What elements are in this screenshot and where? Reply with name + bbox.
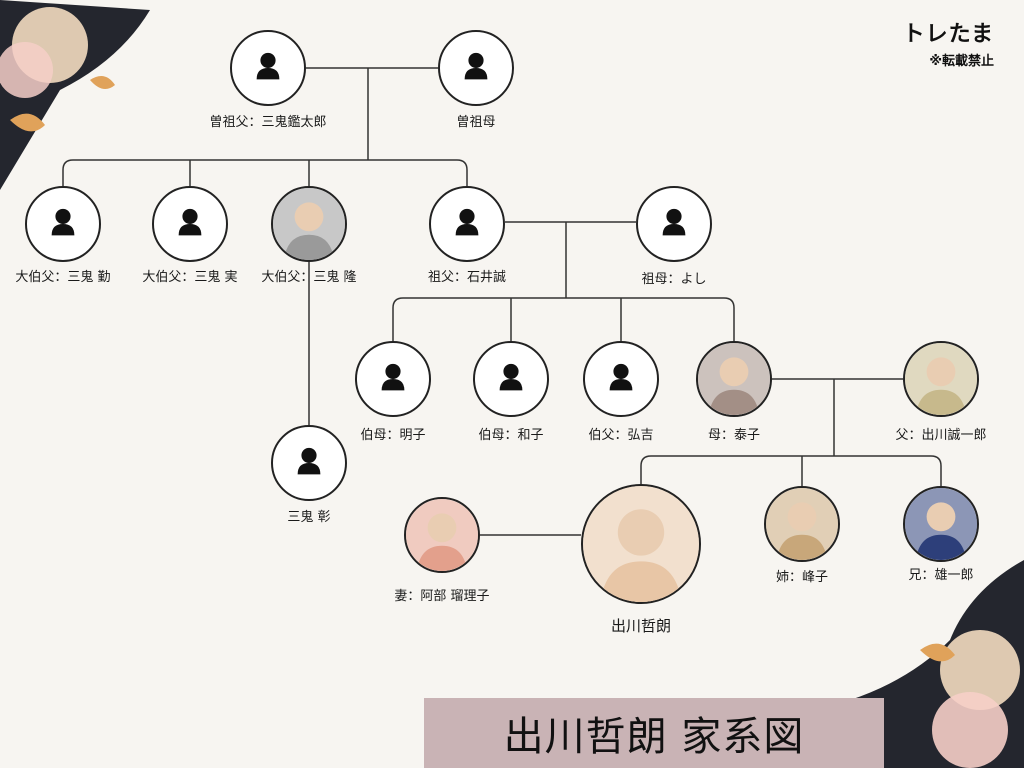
person-label: 伯父：弘吉: [588, 428, 654, 443]
person-label: 妻：阿部 瑠理子: [394, 589, 490, 604]
person-node: [473, 341, 549, 417]
person-label: 大伯父：三鬼 勤: [15, 270, 111, 285]
person-label: 母：泰子: [707, 428, 761, 443]
person-node: [355, 341, 431, 417]
person-photo: [583, 486, 699, 602]
person-photo: [905, 343, 977, 415]
copyright-note: ※転載禁止: [929, 54, 994, 69]
person-label: 伯母：和子: [478, 428, 544, 443]
person-node: [271, 425, 347, 501]
person-node: [903, 486, 979, 562]
person-label: 大伯父：三鬼 隆: [261, 270, 357, 285]
person-label: 伯母：明子: [360, 428, 426, 443]
person-label: 曽祖父：三鬼鑑太郎: [209, 115, 327, 130]
person-label: 出川哲朗: [610, 617, 672, 635]
brand-logo: トレたま: [902, 22, 994, 47]
person-icon: [381, 363, 405, 391]
person-icon: [499, 363, 523, 391]
person-node: [404, 497, 480, 573]
person-node: [764, 486, 840, 562]
person-icon: [609, 363, 633, 391]
person-node: [581, 484, 701, 604]
person-label: 姉：峰子: [775, 570, 829, 585]
person-label: 三鬼 彰: [287, 510, 331, 525]
person-node: [438, 30, 514, 106]
person-label: 祖母：よし: [641, 272, 707, 287]
person-node: [903, 341, 979, 417]
person-label: 兄：雄一郎: [908, 568, 974, 583]
person-node: [583, 341, 659, 417]
person-node: [271, 186, 347, 262]
person-node: [25, 186, 101, 262]
person-label: 父：出川誠一郎: [895, 428, 987, 443]
person-node: [429, 186, 505, 262]
person-label: 曽祖母: [456, 115, 496, 130]
person-node: [696, 341, 772, 417]
person-photo: [406, 499, 478, 571]
person-node: [230, 30, 306, 106]
connector-line: [392, 297, 735, 341]
person-icon: [256, 52, 280, 80]
floral-decoration-top-left: [0, 0, 150, 190]
person-photo: [766, 488, 838, 560]
person-icon: [297, 447, 321, 475]
person-photo: [905, 488, 977, 560]
page-title: 出川哲朗 家系図: [503, 714, 805, 760]
person-icon: [51, 208, 75, 236]
person-icon: [464, 52, 488, 80]
title-bar: 出川哲朗 家系図: [424, 698, 884, 768]
floral-decoration-bottom-right: [850, 560, 1024, 768]
brand: トレたま ※転載禁止: [903, 16, 994, 69]
person-photo: [273, 188, 345, 260]
person-icon: [662, 208, 686, 236]
person-node: [636, 186, 712, 262]
connector-line: [62, 159, 468, 186]
person-photo: [698, 343, 770, 415]
person-label: 大伯父：三鬼 実: [142, 270, 238, 285]
connector-line: [640, 455, 942, 486]
person-icon: [178, 208, 202, 236]
person-node: [152, 186, 228, 262]
person-icon: [455, 208, 479, 236]
person-label: 祖父：石井誠: [427, 270, 507, 285]
